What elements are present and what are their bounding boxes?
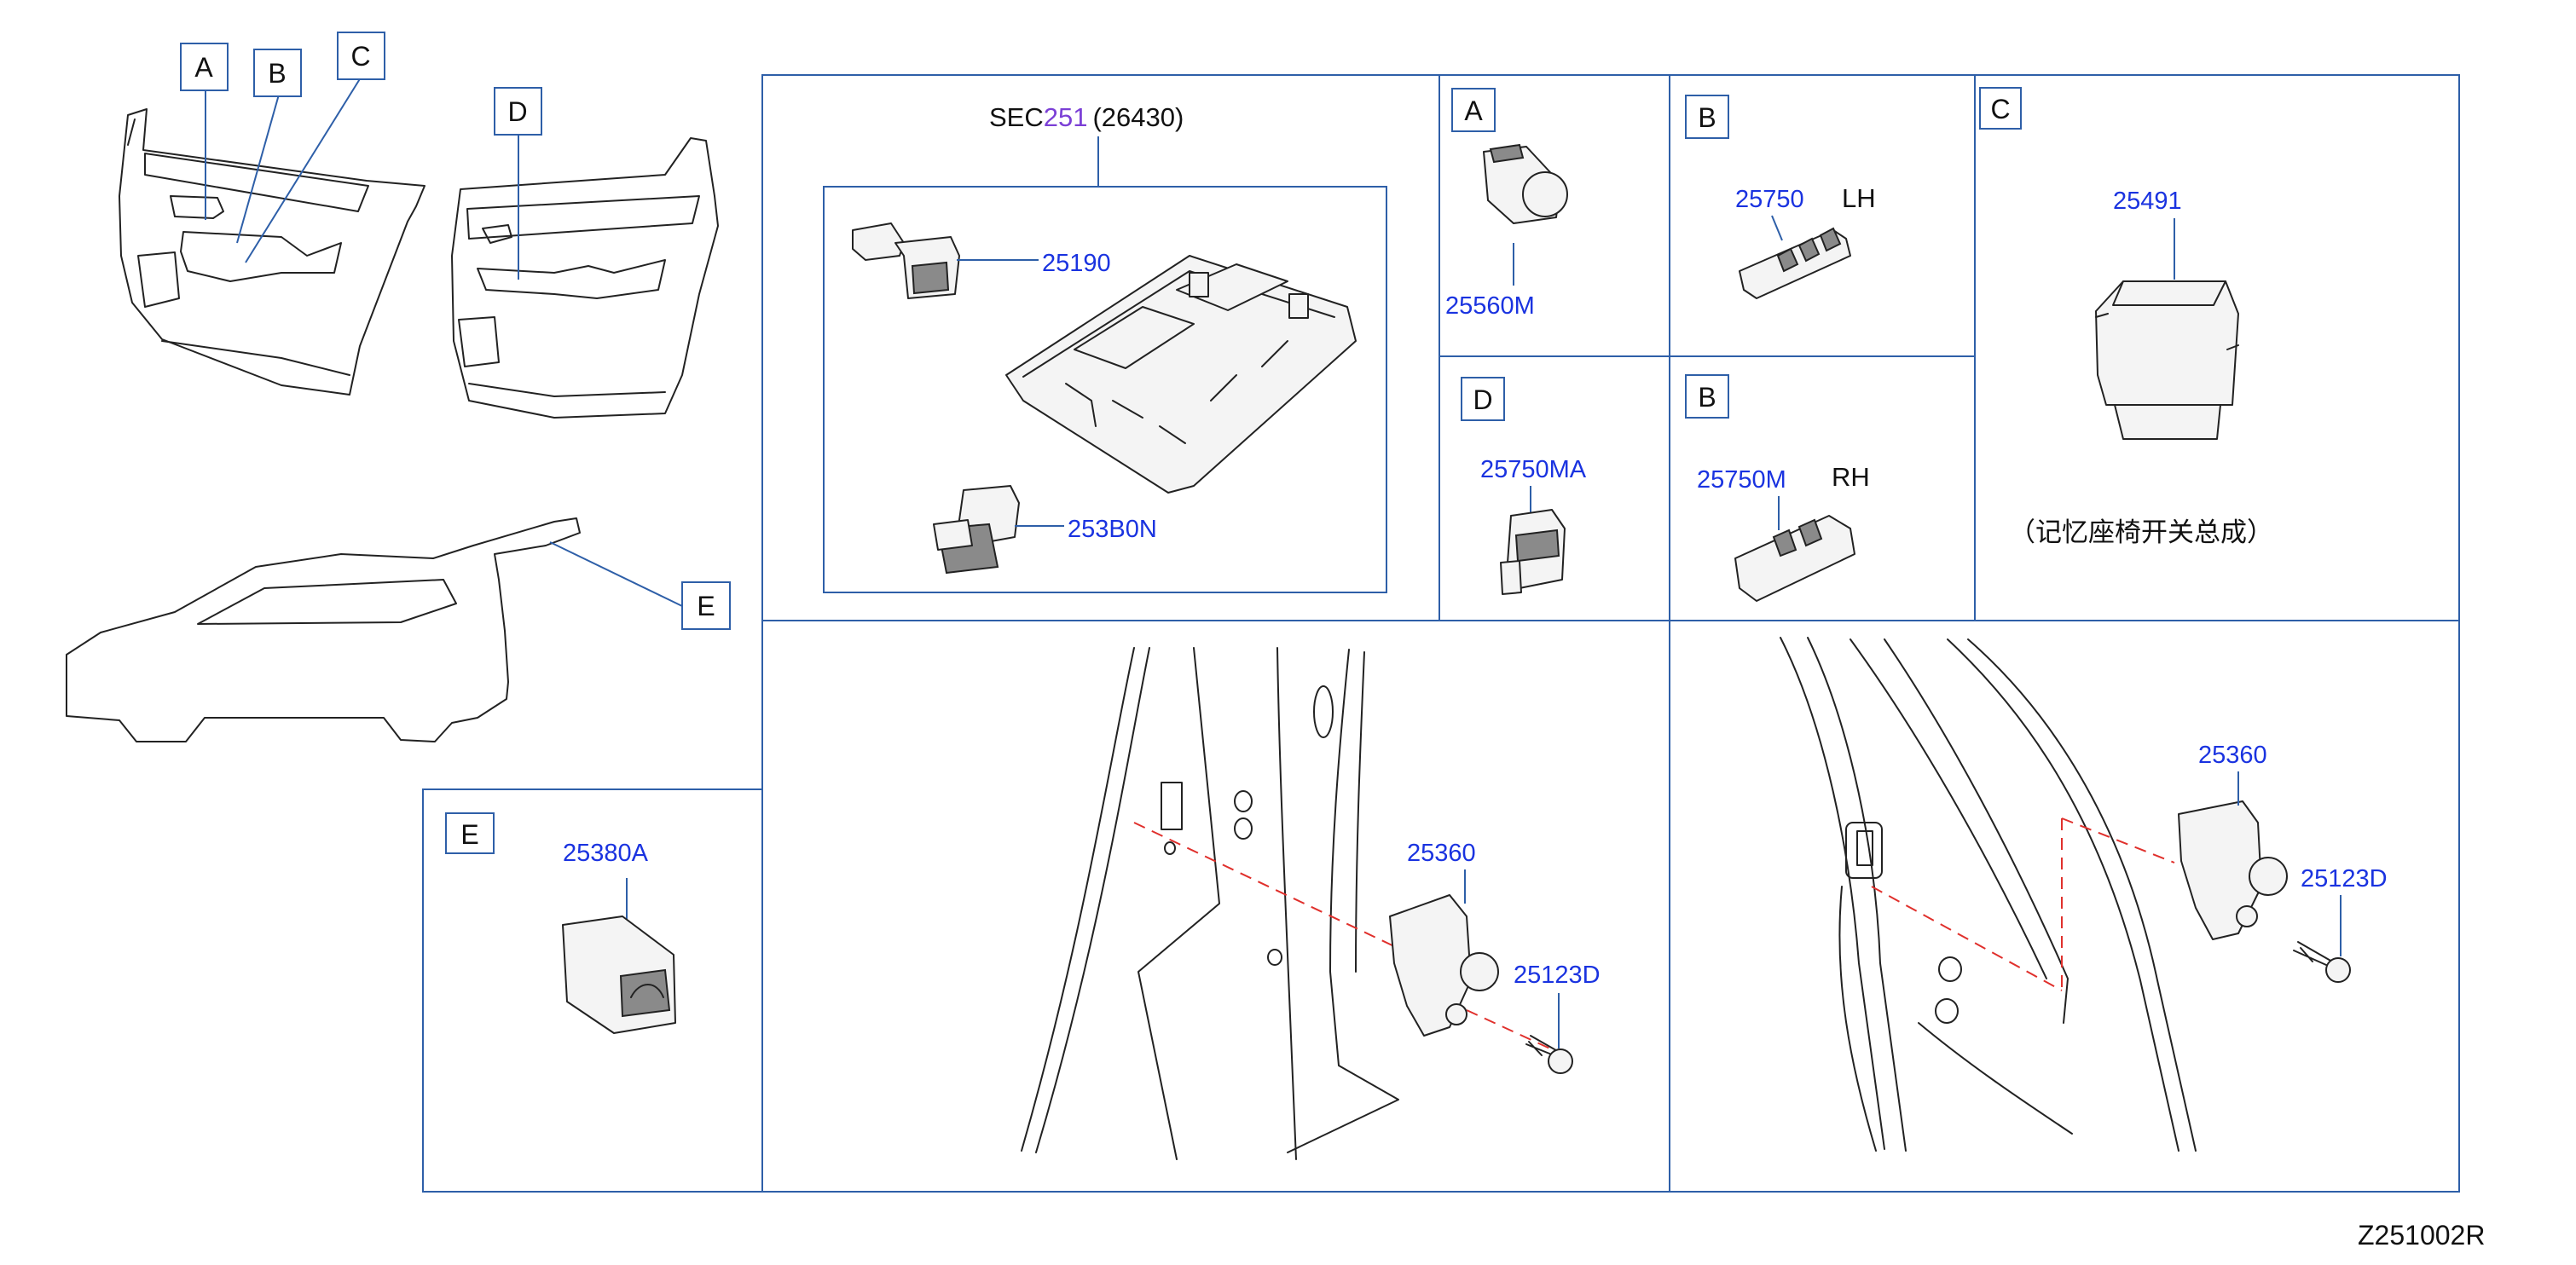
part-number-253b0n: 253B0N xyxy=(1068,516,1157,543)
callout-box-a: A xyxy=(180,43,229,91)
sec-part: (26430) xyxy=(1092,102,1184,132)
part-number-25560m: 25560M xyxy=(1445,292,1535,320)
sec-prefix: SEC xyxy=(989,102,1044,132)
part-number-25360-front: 25360 xyxy=(1407,840,1476,867)
front-dashed-alignment xyxy=(1133,822,1416,957)
switch-part-25750m xyxy=(1734,515,1855,602)
figure-id: Z251002R xyxy=(2358,1220,2485,1251)
svg-text:A: A xyxy=(1464,95,1483,126)
screw-25123d-rear xyxy=(2293,941,2351,983)
rear-door-trim xyxy=(451,137,719,419)
rear-pillar-body-panel xyxy=(1780,637,2197,1152)
switch-part-25190 xyxy=(852,222,960,299)
svg-text:E: E xyxy=(697,591,715,621)
svg-text:SEC251(26430): SEC251(26430) xyxy=(989,102,1184,132)
svg-text:B: B xyxy=(1698,382,1716,413)
sec-number: 251 xyxy=(1044,102,1088,132)
console-group-frame xyxy=(823,186,1387,593)
rear-dashed-alignment xyxy=(1871,886,2063,991)
callout-box-b: B xyxy=(253,49,302,97)
front-pillar-body-panel xyxy=(1021,647,1399,1160)
part-number-25190: 25190 xyxy=(1042,250,1111,277)
part-number-25380a: 25380A xyxy=(563,840,649,867)
panel-b-lh-label: B xyxy=(1685,95,1729,139)
sec-reference-label: SEC251(26430) xyxy=(989,102,1184,132)
part-number-25750m: 25750M xyxy=(1697,466,1786,494)
svg-text:B: B xyxy=(268,58,286,89)
switch-part-25750ma xyxy=(1500,509,1566,595)
svg-text:D: D xyxy=(507,96,527,127)
door-switch-25360-front xyxy=(1389,894,1499,1037)
svg-text:C: C xyxy=(350,41,370,72)
memory-seat-switch-description: （记忆座椅开关总成） xyxy=(2009,517,2273,548)
part-number-25750: 25750 xyxy=(1735,186,1804,213)
door-switch-25360-rear xyxy=(2178,800,2288,940)
switch-part-25380a xyxy=(562,916,676,1034)
side-label-lh: LH xyxy=(1842,183,1876,213)
leader-25750 xyxy=(1771,215,1783,241)
svg-text:C: C xyxy=(1990,94,2010,124)
panel-c-label: C xyxy=(1979,87,2022,130)
callout-e-leader xyxy=(549,541,683,607)
callout-box-d: D xyxy=(494,87,542,136)
part-number-25123d-front: 25123D xyxy=(1514,962,1601,989)
panel-a-label: A xyxy=(1451,88,1496,132)
rear-dashed-top xyxy=(2061,817,2175,864)
panel-frames xyxy=(422,74,2460,1193)
part-number-25360-rear: 25360 xyxy=(2198,742,2267,769)
vehicle-side-silhouette xyxy=(66,517,581,742)
front-door-trim xyxy=(119,108,425,396)
part-number-25750ma: 25750MA xyxy=(1480,456,1587,483)
overhead-console-assembly xyxy=(1005,255,1357,494)
switch-part-253b0n xyxy=(933,485,1020,575)
panel-b-rh-label: B xyxy=(1685,374,1729,419)
svg-text:A: A xyxy=(194,52,213,83)
memory-seat-switch-25491 xyxy=(2095,280,2239,440)
callout-leaders xyxy=(205,77,519,280)
part-number-25491: 25491 xyxy=(2113,188,2182,215)
side-label-rh: RH xyxy=(1832,462,1870,492)
svg-text:D: D xyxy=(1473,384,1492,415)
part-number-25123d-rear: 25123D xyxy=(2301,865,2388,892)
panel-e-label: E xyxy=(445,812,495,854)
panel-d-label: D xyxy=(1461,377,1505,421)
callout-box-c: C xyxy=(337,32,385,80)
front-screw-dashed-alignment xyxy=(1466,1009,1554,1051)
callout-box-e: E xyxy=(681,581,731,630)
screw-25123d-front xyxy=(1525,1035,1573,1074)
svg-text:B: B xyxy=(1698,102,1716,133)
switch-part-25560m xyxy=(1483,143,1568,224)
switch-part-25750 xyxy=(1739,227,1851,299)
svg-text:E: E xyxy=(460,819,478,850)
